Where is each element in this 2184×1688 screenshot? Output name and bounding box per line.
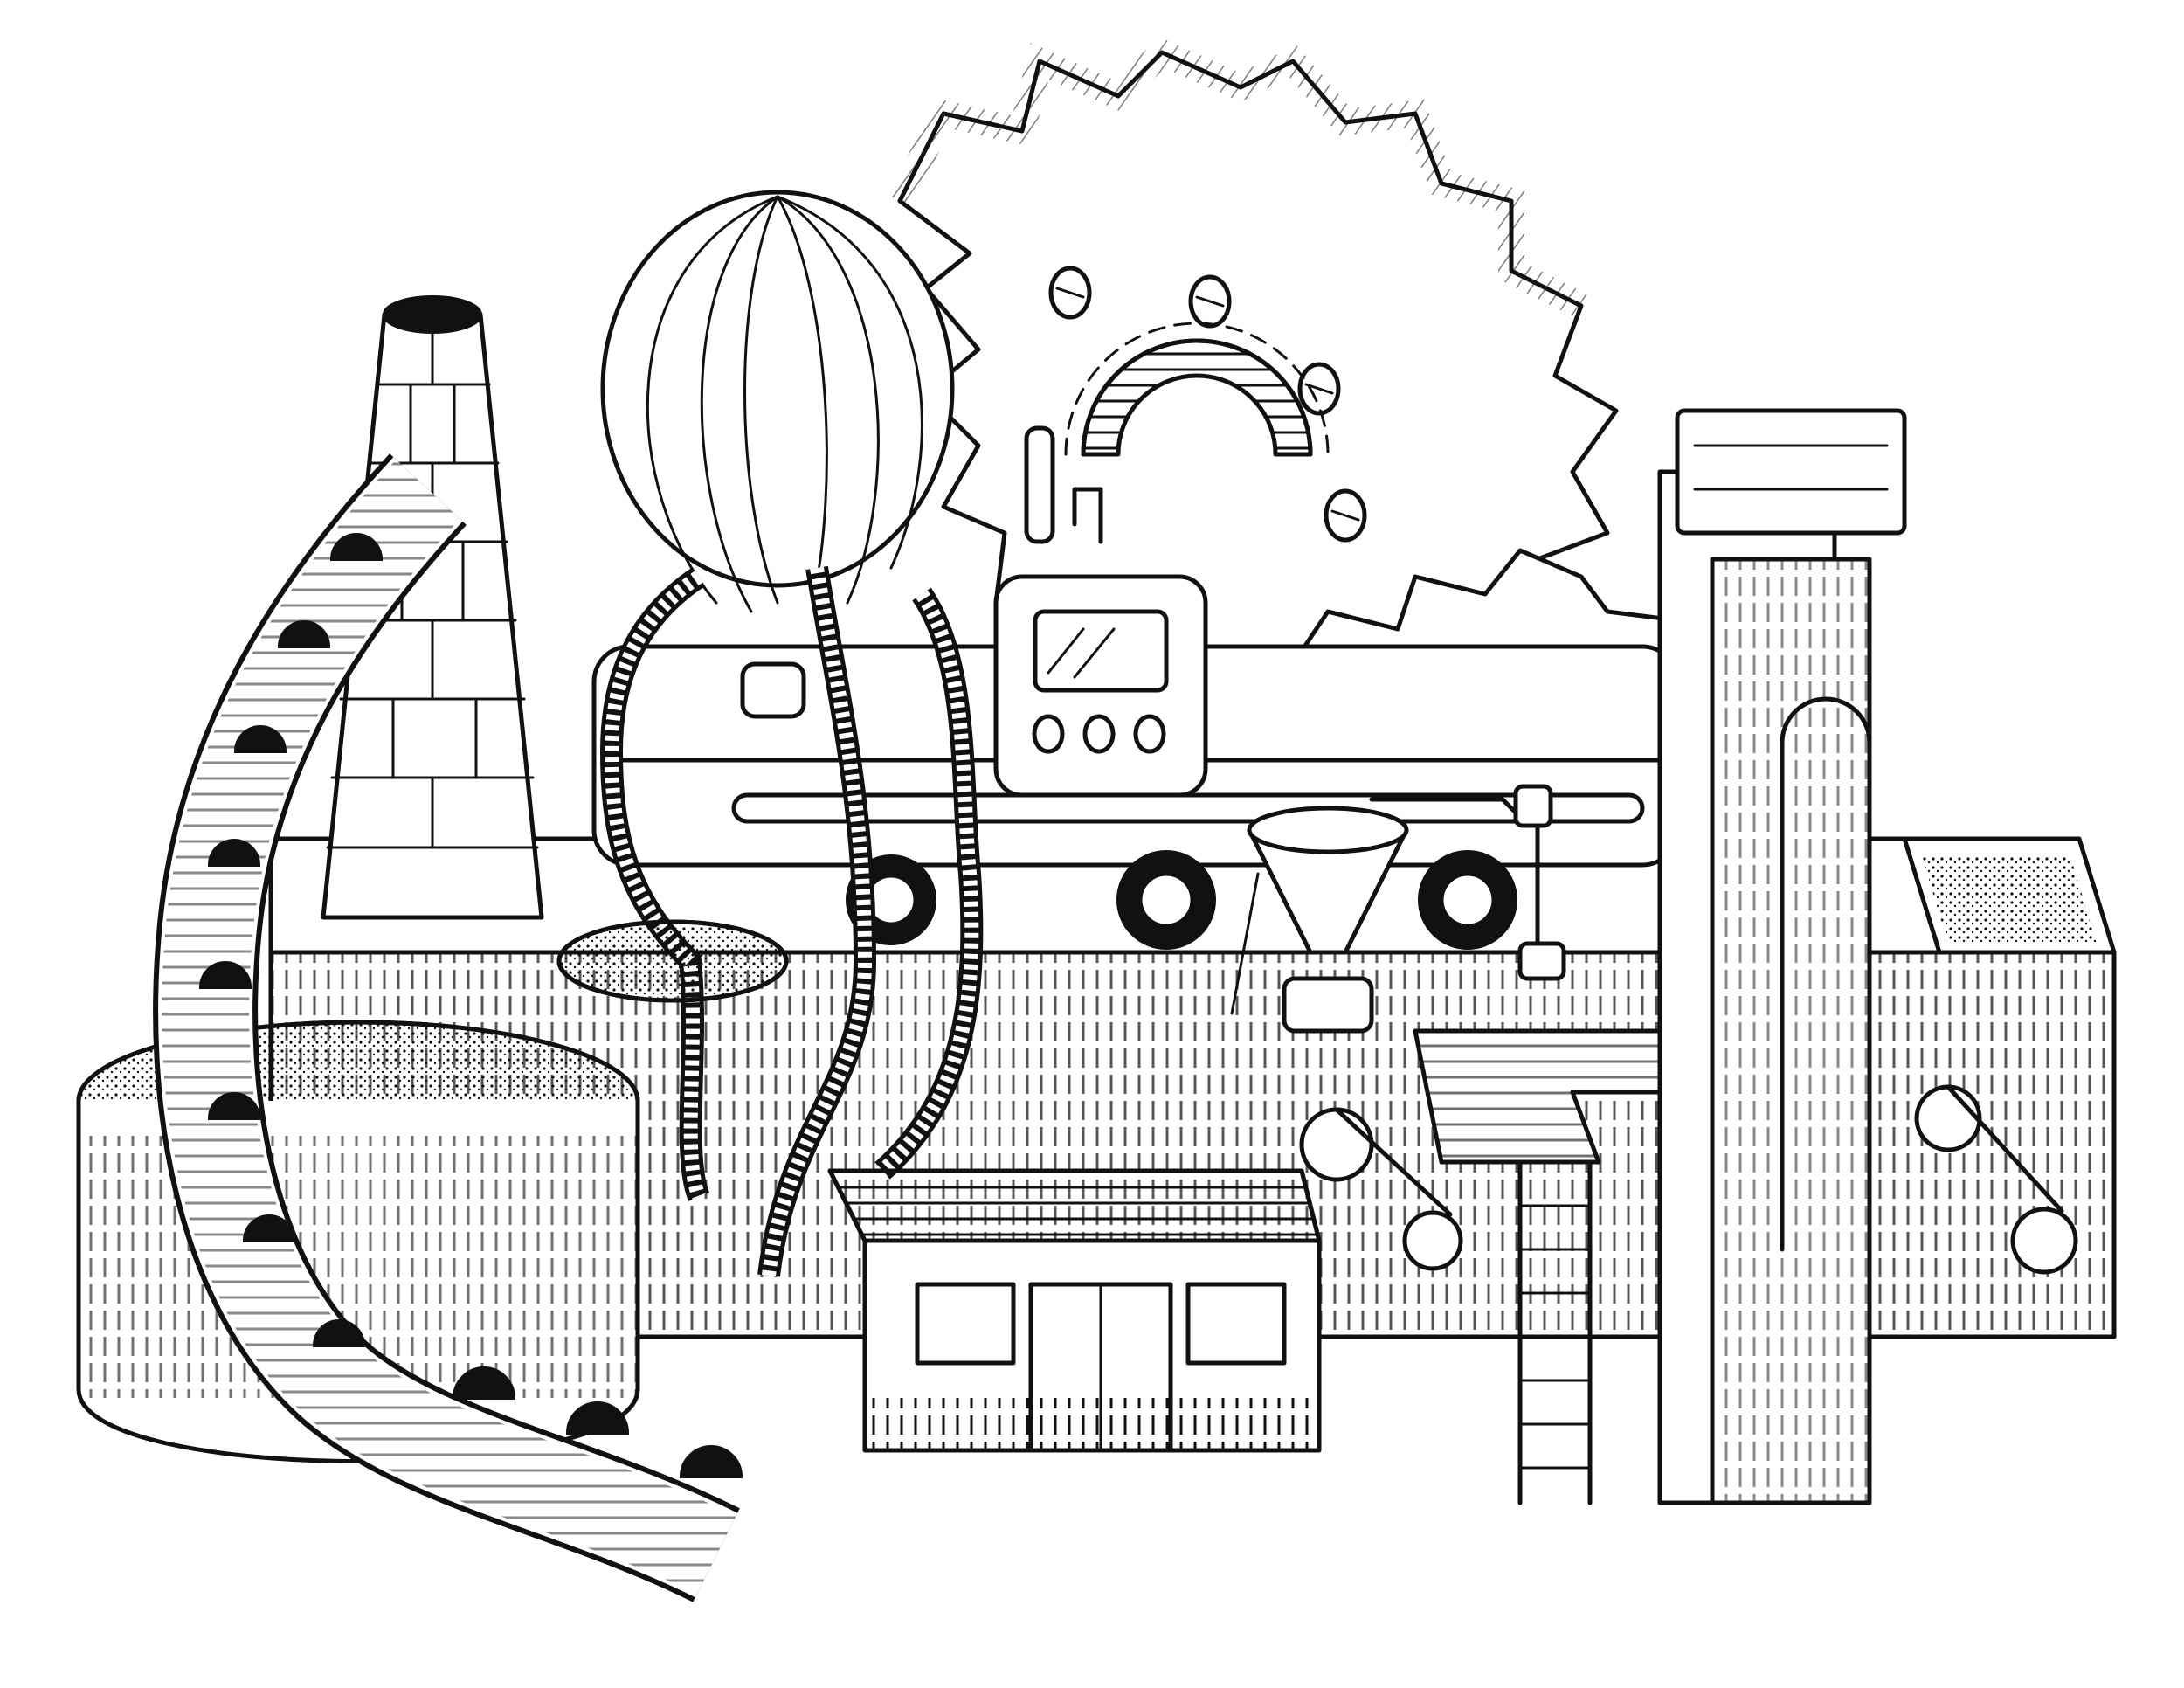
belt-wheel-icon — [1299, 1084, 2078, 1275]
large-gear-icon — [888, 37, 1619, 719]
control-button-icon — [1032, 714, 1166, 754]
control-panel — [993, 425, 1208, 798]
brick-chimney — [321, 295, 544, 920]
ladder-icon — [1413, 1028, 1680, 1505]
spout-pipe — [1369, 784, 1566, 981]
gear-bolt-icon — [1048, 266, 1367, 543]
small-building — [827, 1168, 1322, 1453]
conveyor-belt — [153, 453, 743, 1602]
funnel-icon — [1230, 806, 1409, 1034]
balloon-icon — [600, 190, 955, 719]
right-tray — [1902, 836, 2117, 955]
belt-roller-icon — [198, 533, 743, 1478]
hose-pipes — [599, 565, 984, 1277]
tall-tower — [1657, 408, 1907, 1505]
